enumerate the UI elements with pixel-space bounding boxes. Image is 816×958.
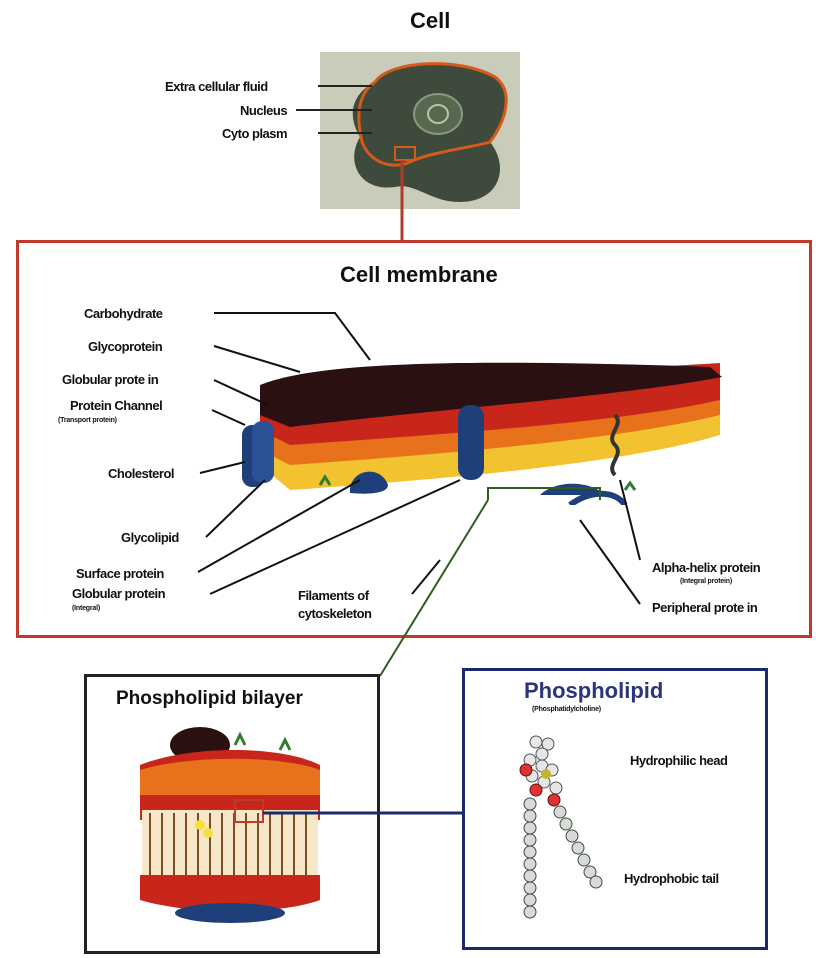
connector-lines — [0, 0, 816, 958]
